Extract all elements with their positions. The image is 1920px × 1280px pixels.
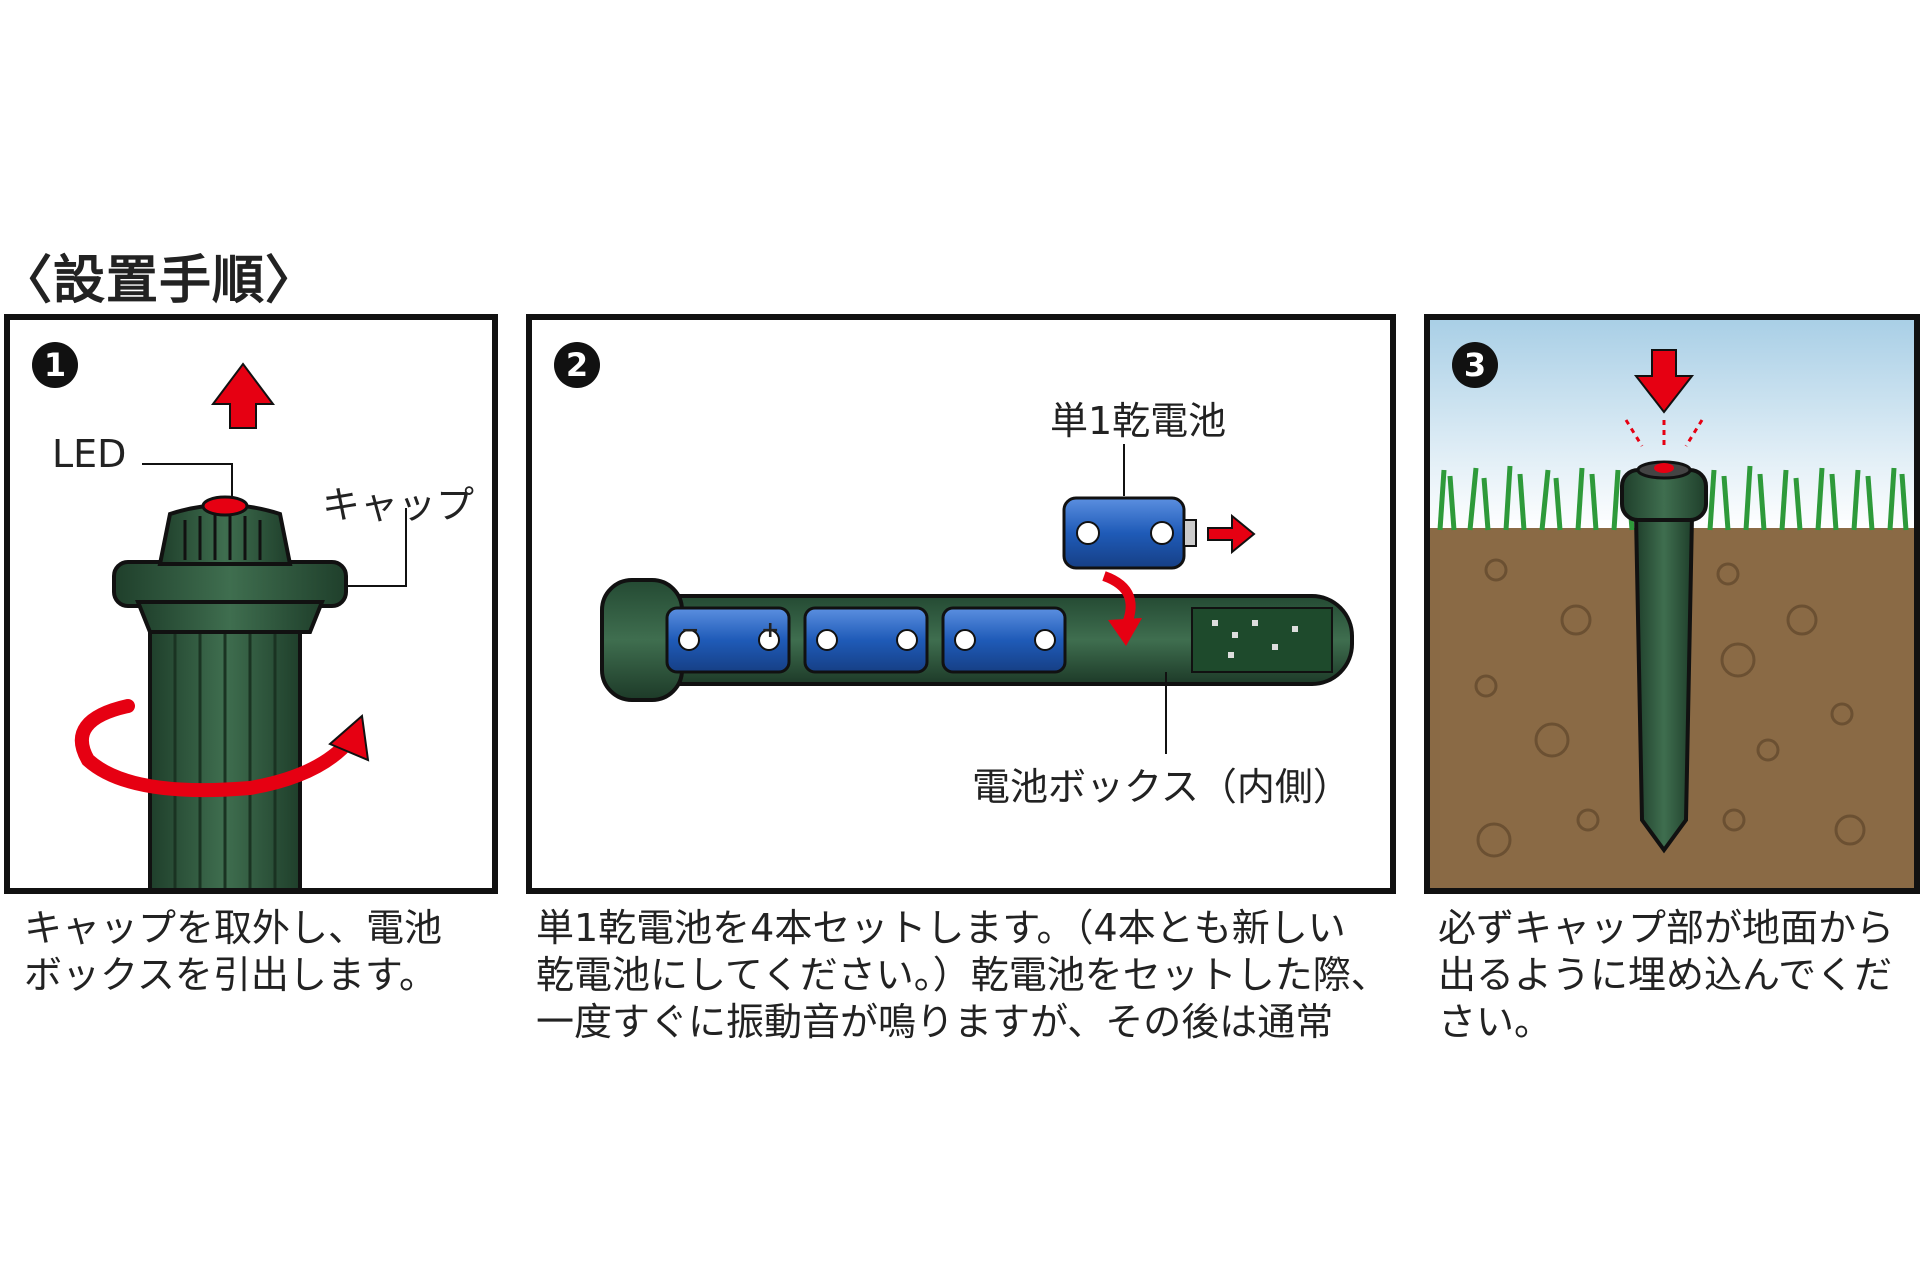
step-2-description: 単1乾電池を4本セットします。（4本とも新しい 乾電池にしてください。）乾電池を… <box>536 905 1396 1046</box>
step-2-text-line: 一度すぐに振動音が鳴りますが、その後は通常 <box>536 1000 1334 1044</box>
battery-insert-illustration <box>600 444 1354 754</box>
step-3-text-line: 出るように埋め込んでくだ <box>1438 953 1893 997</box>
step-1-panel: 1 LED キャップ <box>4 314 498 894</box>
step-1-number: 1 <box>32 342 78 388</box>
step-2-text-line: 乾電池にしてください。）乾電池をセットした際、 <box>536 953 1389 997</box>
battery-label: 単1乾電池 <box>1050 399 1227 443</box>
step-3-panel: 3 <box>1424 314 1920 894</box>
battery-minus-sign: − <box>681 618 700 643</box>
step-2-panel: 2 単1乾電池 電池ボックス（内側） − + <box>526 314 1396 894</box>
cap-removal-illustration <box>74 362 407 888</box>
cap-label: キャップ <box>322 483 475 527</box>
batteries-in-box <box>665 606 1067 674</box>
ground-insert-illustration <box>1430 320 1914 888</box>
step-3-text-line: さい。 <box>1438 1000 1553 1044</box>
battery-plus-sign: + <box>761 618 780 643</box>
step-3-text-line: 必ずキャップ部が地面から <box>1438 906 1895 950</box>
battery-box-label: 電池ボックス（内側） <box>972 765 1351 809</box>
step-2-number: 2 <box>554 342 600 388</box>
step-3-description: 必ずキャップ部が地面から 出るように埋め込んでくだ さい。 <box>1438 905 1918 1046</box>
step-1-text-line: ボックスを引出します。 <box>24 953 438 997</box>
step-1-text-line: キャップを取外し、電池 <box>24 906 443 950</box>
step-3-number: 3 <box>1452 342 1498 388</box>
step-1-description: キャップを取外し、電池 ボックスを引出します。 <box>24 905 494 999</box>
step-2-text-line: 単1乾電池を4本セットします。（4本とも新しい <box>536 906 1346 950</box>
led-label: LED <box>52 432 127 476</box>
page-title: 〈設置手順〉 <box>0 251 319 311</box>
